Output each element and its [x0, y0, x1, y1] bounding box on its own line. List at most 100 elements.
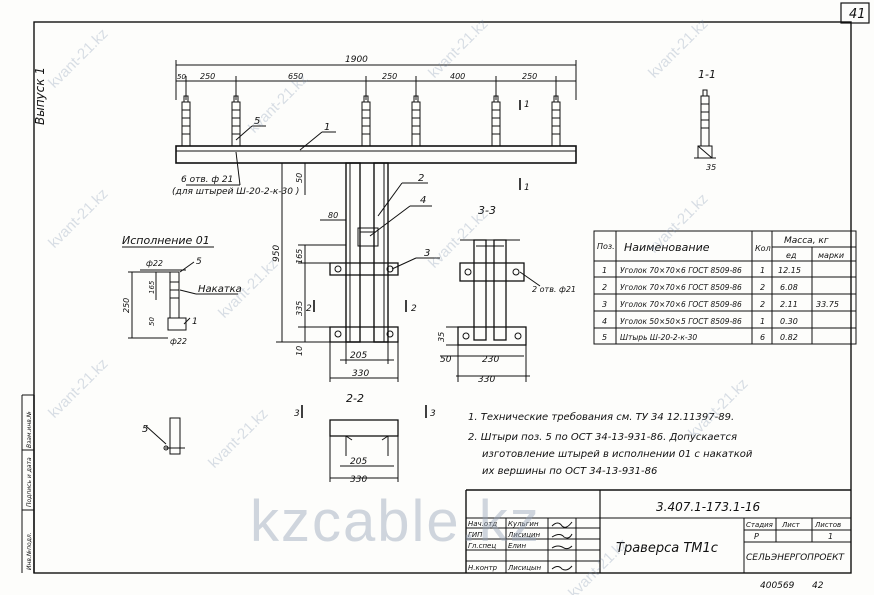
dim-seg-3: 250 — [382, 72, 397, 81]
mark-3-left: 3 — [294, 409, 300, 419]
sheets-value: 1 — [828, 532, 833, 541]
exec-5: 5 — [196, 257, 202, 267]
spec-h-total: марки — [818, 251, 844, 260]
s22-205: 205 — [350, 457, 367, 467]
sheet-label: Лист — [781, 521, 801, 529]
callout-3: 3 — [424, 248, 430, 259]
s33-post-right — [493, 239, 507, 341]
spec-row-4-name: Штырь Ш-20-2-к-30 — [620, 333, 697, 342]
callout-2: 2 — [418, 173, 424, 184]
spec-h-mass: Масса, кг — [784, 236, 829, 246]
s33-35: 35 — [437, 332, 446, 342]
spec-row-1-pos: 2 — [602, 283, 607, 292]
spec-row-1-unit: 6.08 — [780, 283, 798, 292]
mark-2-left: 2 — [306, 304, 312, 314]
signer-0-name: Кульгин — [508, 520, 539, 528]
drawing-title: Траверса ТМ1с — [616, 541, 718, 556]
signer-0-role: Нач.отд — [468, 520, 497, 528]
spec-row-2-name: Уголок 70×70×6 ГОСТ 8509-86 — [620, 300, 742, 309]
s22-bracket — [329, 419, 399, 437]
spec-row-2-unit: 2.11 — [780, 300, 798, 309]
spec-row-0-qty: 1 — [760, 266, 765, 275]
dim-335: 335 — [295, 301, 304, 316]
mark-3-right: 3 — [430, 409, 436, 419]
exec-nakatka: Накатка — [198, 284, 242, 295]
signer-2-role: Гл.спец — [468, 542, 496, 550]
bracket-lower — [329, 326, 399, 343]
spec-row-2-qty: 2 — [760, 300, 765, 309]
spec-row-3-name: Уголок 50×50×5 ГОСТ 8509-86 — [620, 317, 742, 326]
spec-total-mass: 33.75 — [816, 300, 839, 309]
spec-row-4-qty: 6 — [760, 333, 765, 342]
signature-1 — [551, 533, 573, 539]
exec-d22-top: ф22 — [146, 259, 163, 268]
section-11-label: 1-1 — [698, 68, 716, 81]
spec-h-qty: Кол — [755, 244, 771, 253]
spec-row-0-unit: 12.15 — [778, 266, 801, 275]
exec-1: 1 — [192, 317, 198, 327]
callout-4: 4 — [420, 195, 426, 206]
signer-2-name: Елин — [508, 542, 526, 550]
spec-row-4-pos: 5 — [602, 333, 607, 342]
dim-330: 330 — [352, 369, 369, 379]
dim-80: 80 — [328, 211, 338, 220]
dim-seg-5: 250 — [522, 72, 537, 81]
s33-holes: 2 отв. ф21 — [532, 285, 576, 294]
exec-title: Исполнение 01 — [122, 234, 210, 247]
exec-250: 250 — [122, 298, 131, 313]
dim-seg-0: 50 — [177, 73, 186, 81]
note-2: изготовление штырей в исполнении 01 с на… — [482, 449, 753, 460]
strip-label-2: Взам.инв.№ — [26, 411, 33, 448]
s22-330: 330 — [350, 475, 367, 485]
stage-label: Стадия — [746, 521, 773, 529]
post-left — [345, 162, 361, 343]
signature-3 — [551, 565, 573, 571]
callout-1-top: 1 — [324, 122, 330, 133]
dim-165: 165 — [295, 249, 304, 264]
bracket-upper — [329, 262, 399, 276]
mark-1-top: 1 — [524, 100, 530, 110]
exec-165: 165 — [148, 280, 156, 294]
note-3: их вершины по ОСТ 34-13-931-86 — [482, 466, 657, 477]
dim-seg-1: 250 — [200, 72, 215, 81]
holes-label: 6 отв. ф 21 — [181, 175, 233, 185]
spec-table-grid — [593, 230, 857, 345]
spec-row-0-name: Уголок 70×70×6 ГОСТ 8509-86 — [620, 266, 742, 275]
strip-label-0: Инв.№подл. — [26, 532, 33, 570]
spec-row-3-pos: 4 — [602, 317, 607, 326]
signature-2 — [551, 545, 573, 550]
callout-5-top: 5 — [254, 116, 260, 127]
org-name: СЕЛЬЭНЕРГОПРОЕКТ — [746, 553, 846, 563]
release-label: Выпуск 1 — [33, 67, 47, 125]
dim-10: 10 — [295, 346, 304, 356]
section-22-label: 2-2 — [346, 392, 364, 405]
note-0: 1. Технические требования см. ТУ 34 12.1… — [468, 411, 734, 423]
dim-205: 205 — [350, 351, 367, 361]
spec-row-2-pos: 3 — [602, 300, 607, 309]
mark-1-bot: 1 — [524, 183, 530, 193]
mark-2-right: 2 — [411, 304, 417, 314]
sheets-label: Листов — [814, 521, 841, 529]
archive-no: 400569 — [760, 581, 795, 591]
sheet-frame — [33, 21, 852, 574]
doc-code: 3.407.1-173.1-16 — [656, 500, 760, 514]
signature-0 — [551, 521, 573, 528]
page-number-box — [840, 2, 870, 24]
s33-330: 330 — [478, 375, 495, 385]
dim-seg-4: 400 — [450, 72, 465, 81]
spec-h-pos: Поз. — [597, 242, 615, 251]
section-33-label: 3-3 — [478, 204, 496, 217]
exec-50: 50 — [148, 317, 156, 326]
post-right — [373, 162, 389, 343]
spec-row-1-qty: 2 — [760, 283, 765, 292]
detail-5: 5 — [142, 424, 148, 435]
exec-d22-bot: ф22 — [170, 337, 187, 346]
signer-3-role: Н.контр — [468, 564, 498, 572]
spec-row-3-qty: 1 — [760, 317, 765, 326]
signer-1-role: ГИП — [468, 531, 483, 539]
dim-seg-2: 650 — [288, 72, 303, 81]
spec-h-unit: ед — [786, 251, 797, 260]
s11-35: 35 — [706, 163, 716, 172]
